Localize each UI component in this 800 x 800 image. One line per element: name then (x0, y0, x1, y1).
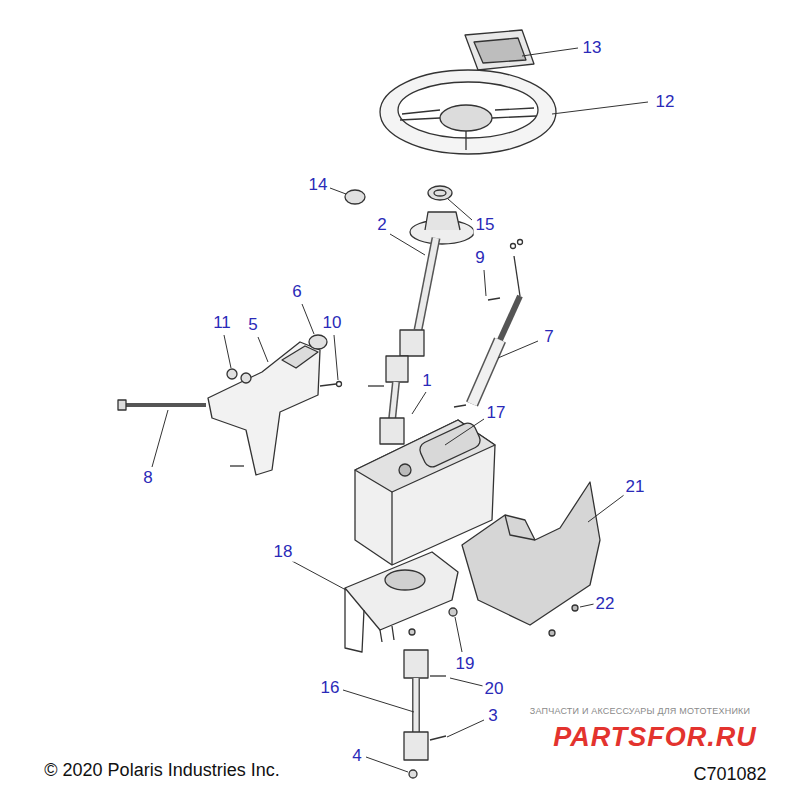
callout-number: 7 (542, 328, 555, 347)
callout-number: 12 (654, 93, 677, 112)
callout-number: 4 (350, 747, 363, 766)
callout-number: 5 (246, 316, 259, 335)
callout-number: 18 (272, 543, 295, 562)
diagram-note: C701082 (693, 765, 766, 785)
callout-number: 14 (307, 176, 330, 195)
callout-number: 10 (321, 314, 344, 333)
callout-number: 21 (624, 478, 647, 497)
callout-number: 3 (486, 707, 499, 726)
callout-number: 16 (319, 679, 342, 698)
watermark-logo: PARTSFOR.RU (553, 723, 757, 753)
callout-number: 6 (290, 283, 303, 302)
callout-number: 15 (474, 216, 497, 235)
callout-number: 22 (594, 595, 617, 614)
callout-number: 2 (375, 216, 388, 235)
callout-number: 17 (485, 404, 508, 423)
callout-number: 19 (454, 655, 477, 674)
callout-number: 9 (473, 249, 486, 268)
callout-number: 20 (483, 680, 506, 699)
callout-number: 13 (581, 39, 604, 58)
callout-number: 8 (141, 469, 154, 488)
callout-number: 11 (211, 314, 233, 333)
watermark-text: ЗАПЧАСТИ И АКСЕССУАРЫ ДЛЯ МОТОТЕХНИКИ (530, 707, 750, 717)
callout-number: 1 (420, 372, 433, 391)
diagram-note: © 2020 Polaris Industries Inc. (44, 761, 279, 781)
